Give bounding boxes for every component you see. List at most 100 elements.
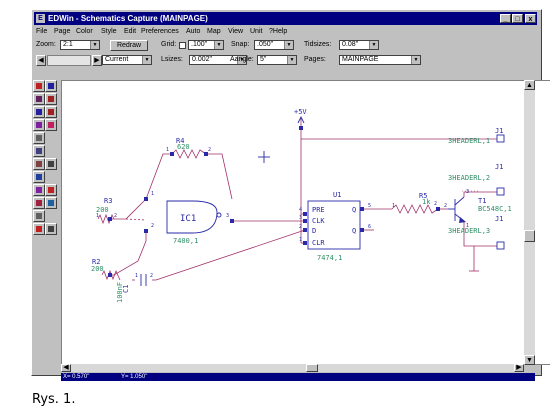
pin-number: 1 <box>392 203 395 209</box>
scroll-up-button[interactable]: ▲ <box>524 80 535 90</box>
title-bar[interactable]: E EDWin - Schematics Capture (MAINPAGE) … <box>34 12 537 25</box>
tool-netlist[interactable] <box>33 223 45 235</box>
tool-select[interactable] <box>33 80 45 92</box>
r3-label: R3 <box>104 197 112 205</box>
chevron-down-icon[interactable]: ▼ <box>90 41 99 49</box>
tool-undo[interactable] <box>45 197 57 209</box>
menu-help[interactable]: ?Help <box>269 28 288 35</box>
pin-number: 2 <box>299 224 302 230</box>
window-title: EDWin - Schematics Capture (MAINPAGE) <box>48 14 208 23</box>
bus-icon <box>36 109 42 115</box>
magnifier-icon <box>48 83 54 89</box>
app-icon[interactable]: E <box>36 14 45 23</box>
chevron-down-icon[interactable]: ▼ <box>142 56 151 64</box>
aangle-select[interactable]: 5" ▼ <box>257 55 297 65</box>
j1a-part: 3HEADERL,1 <box>448 137 490 145</box>
tool-zoom[interactable] <box>45 80 57 92</box>
text-icon <box>36 135 42 141</box>
menu-unit[interactable]: Unit <box>250 28 263 35</box>
pin-number: 2 <box>150 273 153 279</box>
pin-number: 1 <box>135 273 138 279</box>
maximize-button[interactable]: □ <box>512 14 523 23</box>
vertical-scrollbar[interactable]: ▲ ▼ <box>524 80 535 365</box>
tool-copy[interactable] <box>33 184 45 196</box>
menu-edit[interactable]: Edit <box>124 28 137 35</box>
tool-delete[interactable] <box>33 197 45 209</box>
grid-checkbox[interactable] <box>179 42 186 49</box>
t1-part: BC548C,1 <box>478 205 512 213</box>
horizontal-scrollbar[interactable]: ◀ ▶ <box>61 364 524 372</box>
grid-select[interactable]: .100" ▼ <box>188 40 224 50</box>
pin-number: 2 <box>208 147 211 153</box>
menu-page[interactable]: Page <box>54 28 71 35</box>
menu-file[interactable]: File <box>36 28 48 35</box>
tool-power[interactable] <box>45 119 57 131</box>
scroll-left-button[interactable]: ◀ <box>61 364 71 372</box>
layer-select[interactable]: Current ▼ <box>102 55 152 65</box>
scroll-down-button[interactable]: ▼ <box>524 355 535 365</box>
tool-mirror[interactable] <box>45 158 57 170</box>
j1a-label: J1 <box>495 127 503 135</box>
pin-number: 4 <box>299 207 302 213</box>
tool-bus[interactable] <box>33 106 45 118</box>
chevron-down-icon[interactable]: ▼ <box>369 41 378 49</box>
chevron-down-icon[interactable]: ▼ <box>237 56 246 64</box>
u1-part: 7474,1 <box>317 254 342 262</box>
menu-style[interactable]: Style <box>101 28 117 35</box>
ic1-part: 7400,1 <box>173 237 198 245</box>
pin-number: 1 <box>166 147 169 153</box>
zoom-value: 2:1 <box>63 41 73 48</box>
tool-grid[interactable] <box>33 171 45 183</box>
menu-view[interactable]: View <box>228 28 244 35</box>
scroll-thumb-horizontal[interactable] <box>306 364 318 372</box>
chevron-down-icon[interactable]: ▼ <box>214 41 223 49</box>
tool-component[interactable] <box>33 93 45 105</box>
rotate-icon <box>36 161 42 167</box>
toolbar-row-2: ◀ ▶ Current ▼ Lsizes: 0.002" ▼ Aangle: A… <box>34 54 537 68</box>
schematic-canvas[interactable]: +5V R4 620 R3 200 R2 200 C1 100nF IC1 74… <box>61 80 550 365</box>
chevron-down-icon[interactable]: ▼ <box>411 56 420 64</box>
close-button[interactable]: x <box>525 14 536 23</box>
tool-label[interactable] <box>33 119 45 131</box>
scroll-thumb-vertical[interactable] <box>524 230 535 242</box>
scroll-right-button[interactable]: ▶ <box>514 364 524 372</box>
menu-auto[interactable]: Auto <box>186 28 201 35</box>
j1b-label: J1 <box>495 163 503 171</box>
tool-move[interactable] <box>33 145 45 157</box>
u1-pin-clk: CLK <box>312 217 325 225</box>
r2-value: 200 <box>91 265 104 273</box>
scroll-right-button[interactable]: ▶ <box>92 55 102 66</box>
tool-rotate[interactable] <box>33 158 45 170</box>
scroll-left-button[interactable]: ◀ <box>36 55 46 66</box>
lsizes-select[interactable]: 0.002" ▼ <box>189 55 247 65</box>
figure-caption: Rys. 1. <box>32 392 76 407</box>
chevron-down-icon[interactable]: ▼ <box>284 41 293 49</box>
u1-pin-q: Q <box>352 206 356 214</box>
chevron-down-icon[interactable]: ▼ <box>287 56 296 64</box>
layer-color-swatch[interactable] <box>47 55 91 66</box>
j1c-label: J1 <box>495 215 503 223</box>
lsizes-value: 0.002" <box>192 56 213 63</box>
snap-select[interactable]: .050" ▼ <box>254 40 294 50</box>
minimize-button[interactable]: _ <box>500 14 511 23</box>
menu-preferences[interactable]: Preferences <box>141 28 179 35</box>
menu-color[interactable]: Color <box>76 28 93 35</box>
tool-properties[interactable] <box>33 210 45 222</box>
tool-print[interactable] <box>45 223 57 235</box>
layer-value: Current <box>105 56 129 63</box>
tidsizes-select[interactable]: 0.08" ▼ <box>339 40 379 50</box>
redraw-button[interactable]: Redraw <box>110 40 148 51</box>
tool-paste[interactable] <box>45 184 57 196</box>
zoom-label: Zoom: <box>36 41 56 48</box>
pages-select[interactable]: MAINPAGE ▼ <box>339 55 421 65</box>
lsizes-label: Lsizes: <box>161 56 183 63</box>
properties-icon <box>36 213 42 219</box>
zoom-select[interactable]: 2:1 ▼ <box>60 40 100 50</box>
menu-map[interactable]: Map <box>207 28 221 35</box>
tool-text[interactable] <box>33 132 45 144</box>
tool-junction[interactable] <box>45 106 57 118</box>
status-x-coord: X= 0.570" <box>63 374 90 380</box>
u1-pin-pre: PRE <box>312 206 325 214</box>
tool-wire[interactable] <box>45 93 57 105</box>
